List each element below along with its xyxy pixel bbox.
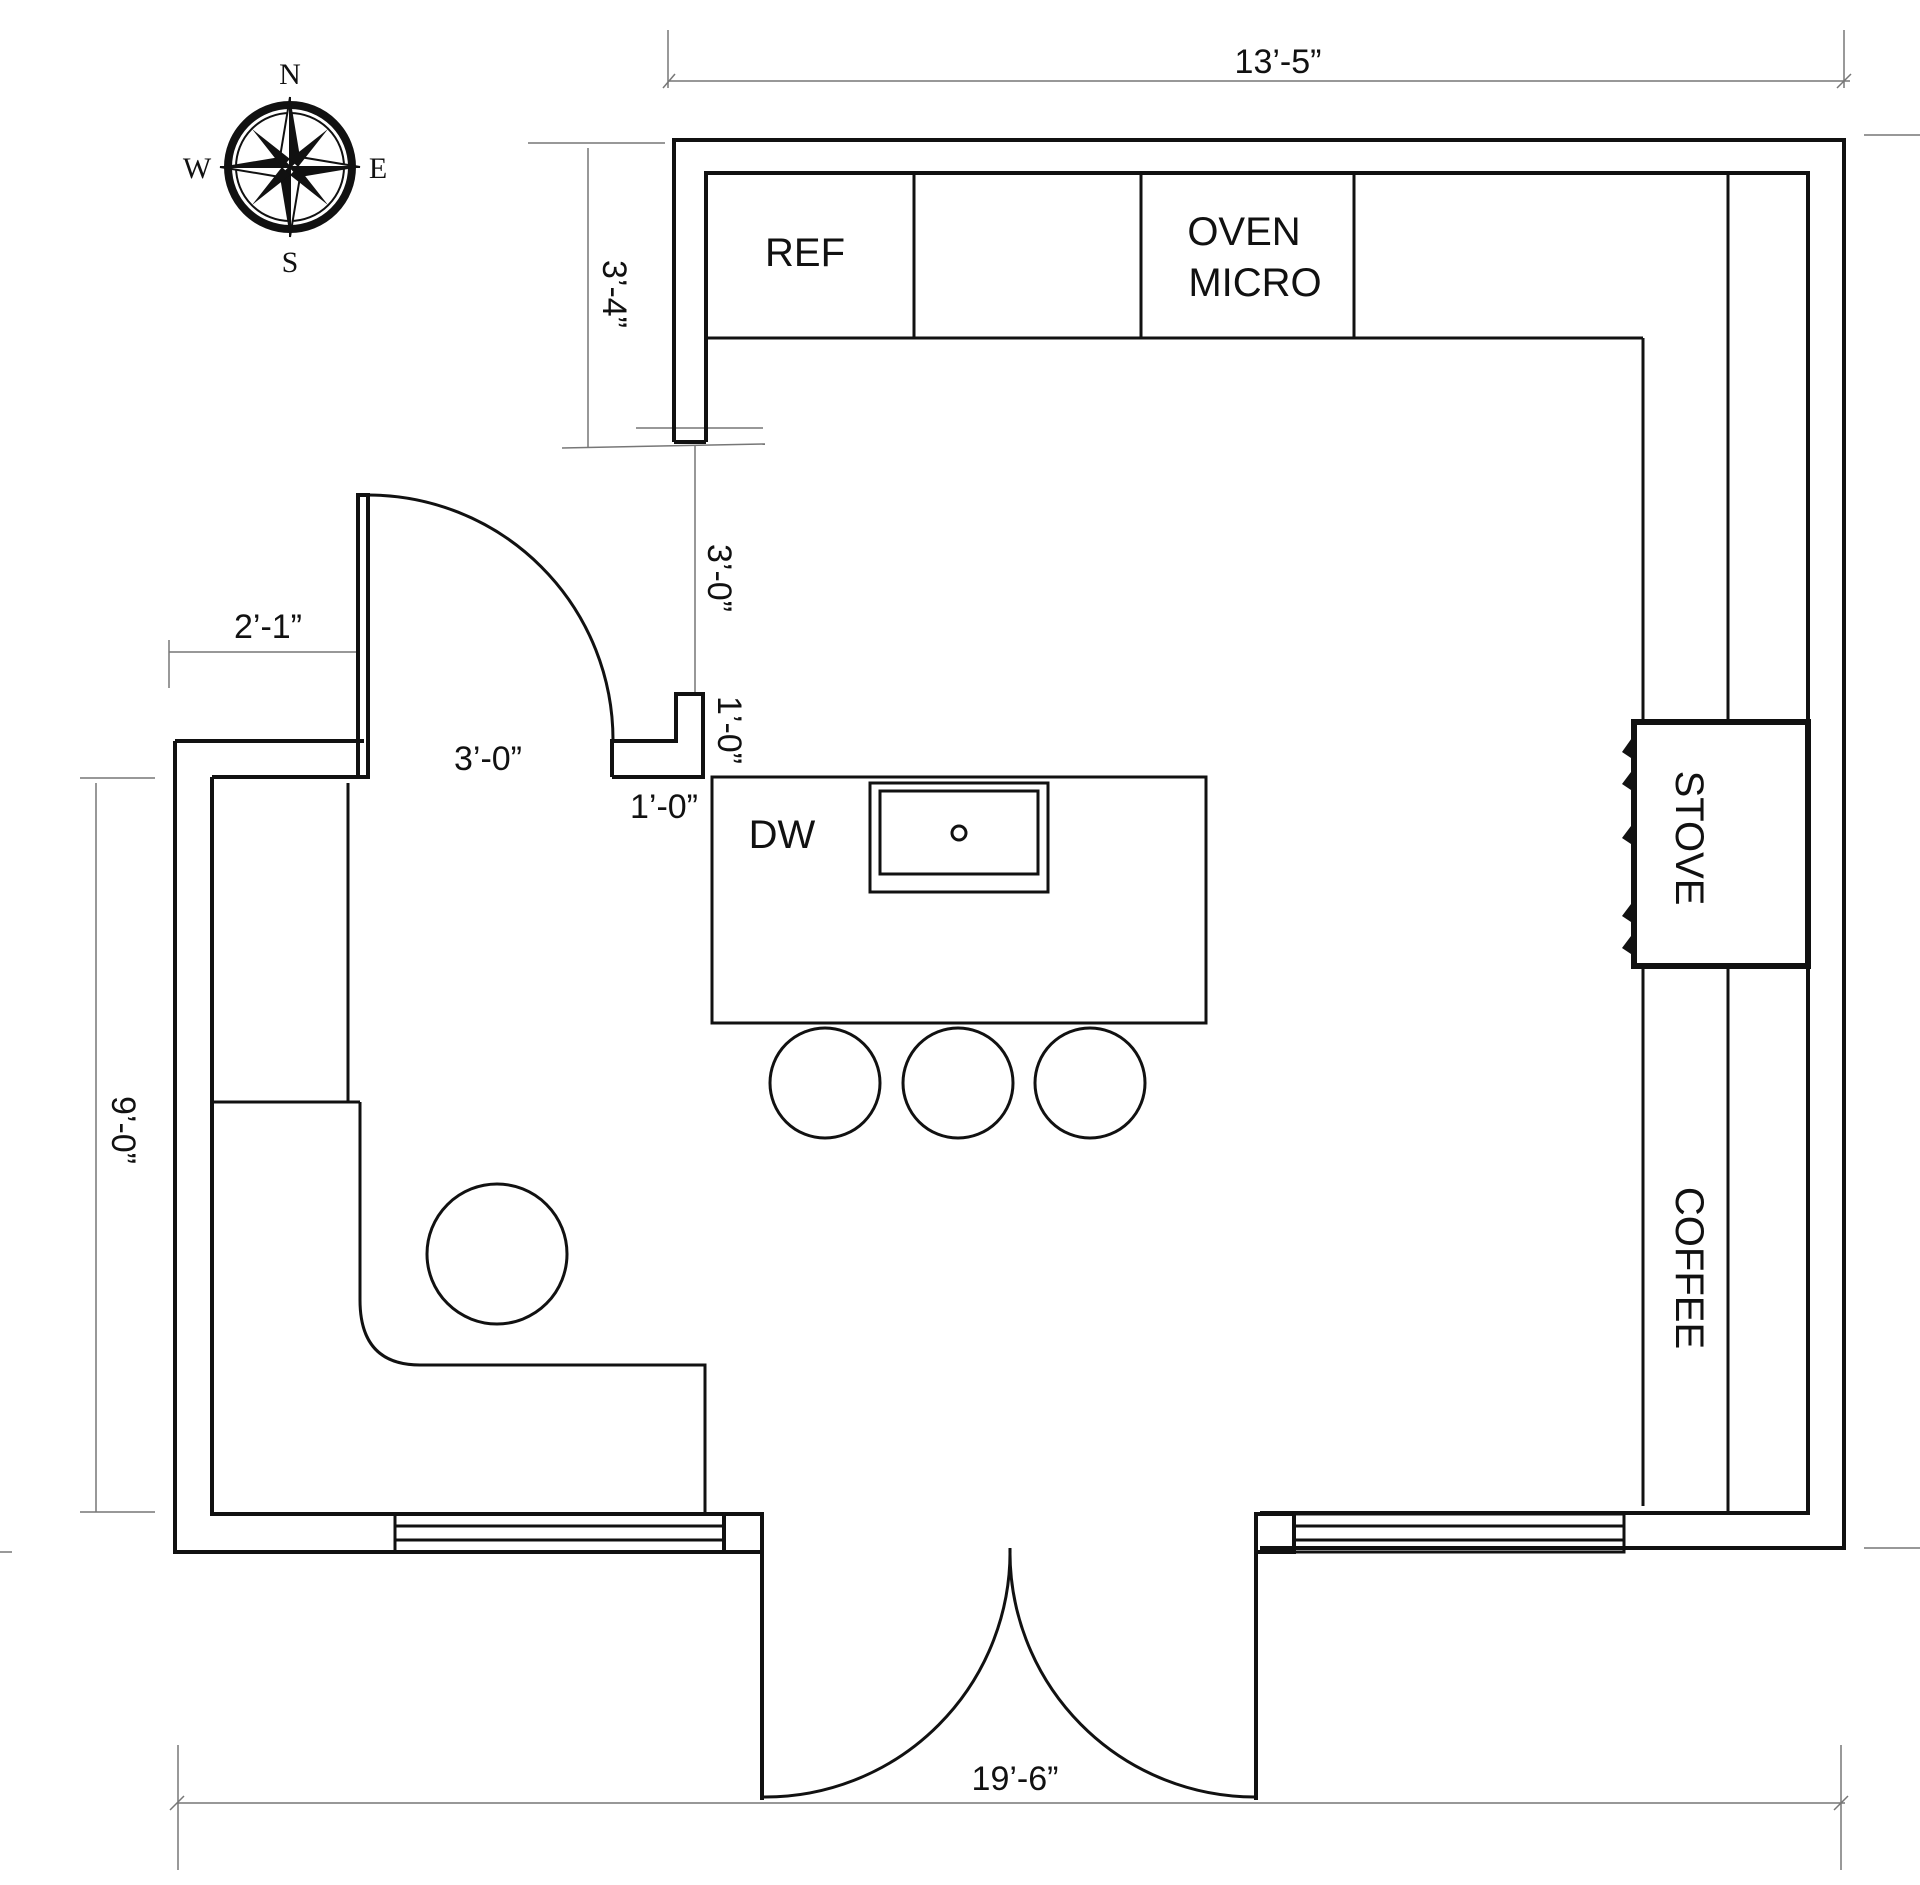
dimension-left-height: 9’-0” — [104, 1096, 142, 1164]
dimension-lines — [0, 30, 1920, 1870]
compass-west-label: W — [183, 152, 212, 185]
ref-label: REF — [765, 231, 845, 275]
dimension-stub-width: 2’-1” — [234, 608, 302, 646]
sink-icon — [868, 781, 1050, 894]
oven-label: OVEN — [1187, 210, 1300, 254]
upper-cabinet-run — [704, 173, 1730, 1513]
dimension-door-width: 3’-0” — [454, 740, 522, 778]
round-table — [425, 1182, 569, 1326]
dw-label: DW — [749, 813, 816, 857]
bar-stool — [901, 1026, 1015, 1140]
compass-south-label: S — [282, 246, 299, 279]
dimension-bottom-width: 19’-6” — [972, 1760, 1059, 1798]
stove — [1622, 719, 1811, 969]
bar-stool — [1033, 1026, 1147, 1140]
left-counter — [212, 783, 707, 1514]
entry-door-swing — [367, 493, 615, 741]
stove-label: STOVE — [1667, 771, 1711, 906]
dimension-return-height: 1’-0” — [710, 696, 748, 764]
kitchen-island — [710, 775, 1208, 1025]
coffee-label: COFFEE — [1667, 1187, 1711, 1349]
micro-label: MICRO — [1188, 261, 1321, 305]
dimension-left-upper: 3’-4” — [595, 260, 633, 328]
patio-door-right-swing — [1008, 1547, 1257, 1799]
dimension-opening-height: 3’-0” — [700, 544, 738, 612]
dimension-top-width: 13’-5” — [1235, 43, 1322, 81]
compass-rose-icon — [219, 96, 361, 238]
walls — [173, 138, 1846, 1800]
sink-drain-icon — [950, 824, 968, 842]
compass-north-label: N — [279, 58, 301, 91]
compass-east-label: E — [369, 152, 387, 185]
bar-stool — [768, 1026, 882, 1140]
dimension-return-width: 1’-0” — [630, 788, 698, 826]
patio-door-left-swing — [761, 1547, 1012, 1799]
